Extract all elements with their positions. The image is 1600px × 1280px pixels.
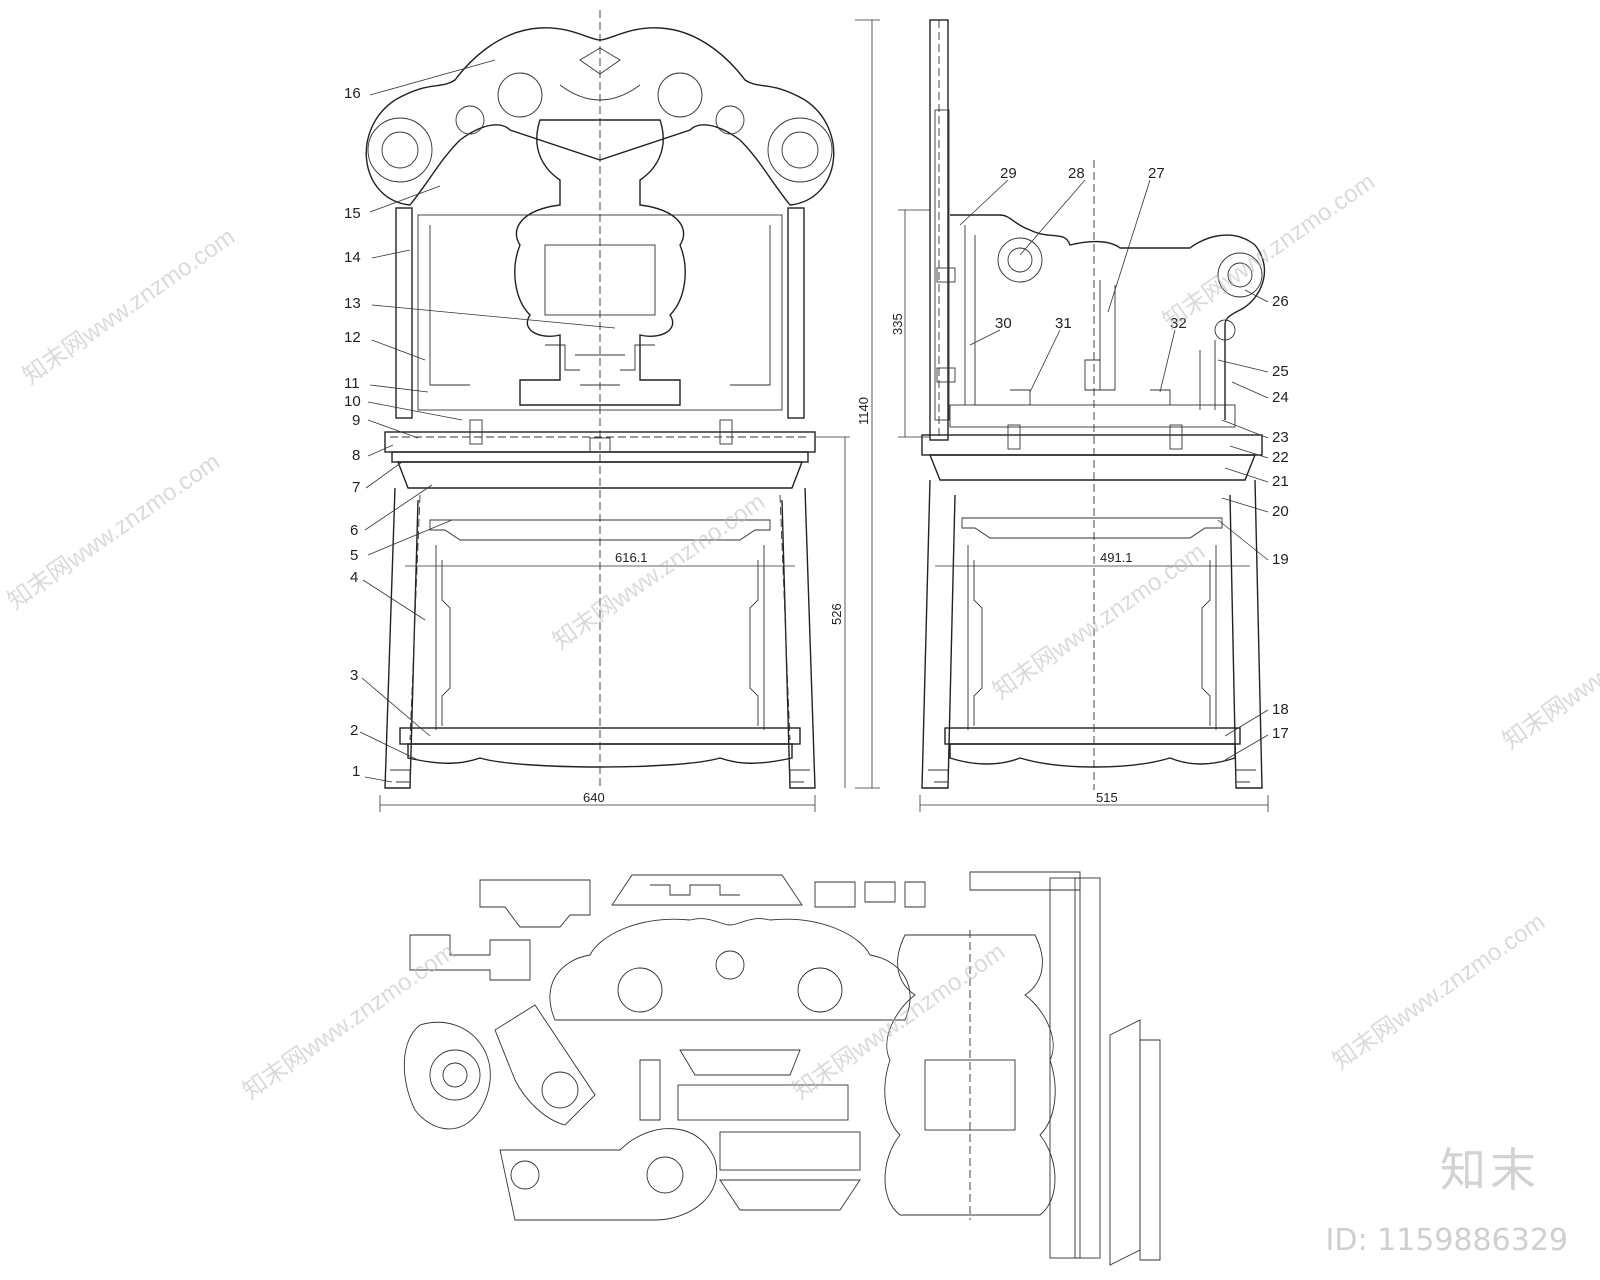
callout-17: 17 — [1272, 725, 1289, 742]
callout-2: 2 — [350, 722, 358, 739]
front-crest-outline — [365, 27, 835, 206]
dim-side-inner-width: 491.1 — [1100, 550, 1133, 565]
callout-20: 20 — [1272, 503, 1289, 520]
dim-back-height: 335 — [890, 313, 905, 335]
callout-10: 10 — [344, 393, 361, 410]
callout-11: 11 — [344, 375, 360, 392]
side-view: 17 18 19 20 21 22 23 24 25 26 27 28 29 3… — [890, 19, 1289, 812]
callout-18: 18 — [1272, 701, 1289, 718]
dim-side-width: 515 — [1096, 790, 1118, 805]
image-id-label: ID: 1159886329 — [1325, 1223, 1568, 1258]
callout-24: 24 — [1272, 389, 1289, 406]
callout-7: 7 — [352, 479, 360, 496]
watermark-text: 知末网www.znzmo.com — [548, 488, 770, 655]
watermark-text: 知末网www.znzmo.com — [1328, 908, 1550, 1075]
side-callout-leaders — [959, 179, 1269, 761]
watermark-text: 知末网www.znzmo.com — [3, 448, 225, 615]
brand-watermark: 知末 — [1440, 1143, 1540, 1197]
callout-4: 4 — [350, 569, 358, 586]
callout-5: 5 — [350, 547, 358, 564]
watermark-text: 知末网www.znzmo.com — [1498, 588, 1600, 755]
callout-30: 30 — [995, 315, 1012, 332]
callout-25: 25 — [1272, 363, 1289, 380]
callout-21: 21 — [1272, 473, 1289, 490]
callout-14: 14 — [344, 249, 361, 266]
callout-22: 22 — [1272, 449, 1289, 466]
callout-15: 15 — [344, 205, 361, 222]
callout-31: 31 — [1055, 315, 1072, 332]
watermark-text: 知末网www.znzmo.com — [238, 938, 460, 1105]
watermarks: 知末网www.znzmo.com 知末网www.znzmo.com 知末网www… — [3, 168, 1600, 1105]
side-callouts: 17 18 19 20 21 22 23 24 25 26 27 28 29 3… — [995, 165, 1289, 742]
watermark-text: 知末网www.znzmo.com — [18, 223, 240, 390]
callout-8: 8 — [352, 447, 360, 464]
dim-width: 640 — [583, 790, 605, 805]
watermark-text: 知末网www.znzmo.com — [788, 938, 1010, 1105]
front-view: 1 2 3 4 5 6 7 8 9 10 11 12 13 14 15 16 6… — [344, 10, 880, 812]
parts-sheet — [403, 871, 1161, 1266]
callout-29: 29 — [1000, 165, 1017, 182]
callout-12: 12 — [344, 329, 361, 346]
front-dimensions: 640 616.1 1140 526 — [379, 19, 880, 812]
callout-16: 16 — [344, 85, 361, 102]
watermark-text: 知末网www.znzmo.com — [988, 538, 1210, 705]
callout-32: 32 — [1170, 315, 1187, 332]
callout-9: 9 — [352, 412, 360, 429]
callout-26: 26 — [1272, 293, 1289, 310]
callout-27: 27 — [1148, 165, 1165, 182]
callout-28: 28 — [1068, 165, 1085, 182]
callout-3: 3 — [350, 667, 358, 684]
callout-23: 23 — [1272, 429, 1289, 446]
dim-seat-height: 526 — [829, 603, 844, 625]
watermark-text: 知末网www.znzmo.com — [1158, 168, 1380, 335]
callout-6: 6 — [350, 522, 358, 539]
side-dimensions: 515 491.1 335 — [890, 209, 1269, 812]
dim-height-total: 1140 — [856, 397, 871, 425]
callout-13: 13 — [344, 295, 361, 312]
callout-19: 19 — [1272, 551, 1289, 568]
front-callout-leaders — [359, 59, 616, 783]
front-splat — [514, 119, 686, 406]
front-callouts: 1 2 3 4 5 6 7 8 9 10 11 12 13 14 15 16 — [344, 85, 361, 780]
dim-inner-width: 616.1 — [615, 550, 648, 565]
callout-1: 1 — [352, 763, 360, 780]
